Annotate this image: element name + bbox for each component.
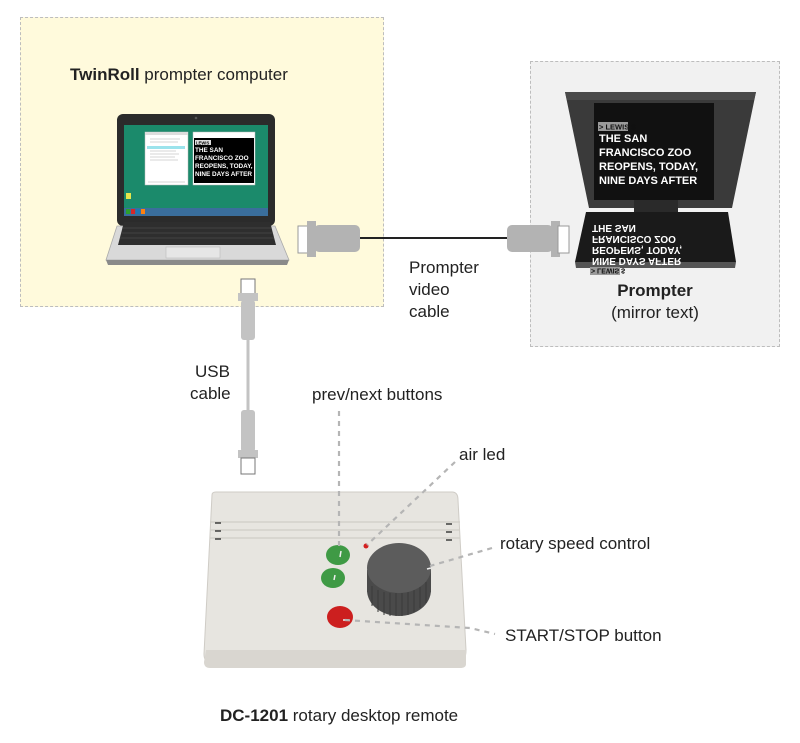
prompter-image: > LEWIS $ THE SAN FRANCISCO ZOO REOPENS,…: [565, 92, 756, 268]
callout-line-rotary: [429, 546, 493, 568]
air-led: [363, 543, 369, 549]
prompter-screen-line: THE SAN: [599, 133, 647, 145]
callout-line-air-led: [366, 461, 456, 546]
prompter-screen-line: FRANCISCO ZOO: [599, 147, 692, 159]
usb-cable-label-2: cable: [190, 384, 231, 403]
prompter-screen-line: REOPENS, TODAY,: [599, 161, 698, 173]
usb-cable-label-1: USB: [195, 362, 230, 381]
next-button[interactable]: [321, 568, 345, 588]
laptop-screen-line: THE SAN: [195, 147, 223, 154]
laptop-screen-line: REOPENS, TODAY,: [195, 163, 253, 170]
remote-caption: DC-1201 rotary desktop remote: [220, 705, 458, 727]
callout-line-start-stop: [344, 618, 496, 636]
laptop-screen-line: NINE DAYS AFTER: [195, 171, 252, 178]
prev-next-callout: prev/next buttons: [312, 385, 443, 404]
script-list-window: [144, 131, 189, 186]
mirror-line: FRANCISCO ZOO: [592, 233, 676, 244]
laptop-screen-line: FRANCISCO ZOO: [195, 155, 249, 162]
remote-image: [203, 491, 467, 668]
prompter-screen-tag: > LEWIS $: [599, 123, 636, 132]
mirror-tag: > LEWIS $: [591, 267, 625, 274]
pc-title: TwinRoll prompter computer: [70, 64, 288, 86]
video-cable-label-1: Prompter: [409, 258, 479, 277]
video-cable-label-3: cable: [409, 302, 450, 321]
mirror-line: THE SAN: [592, 222, 636, 233]
remote-caption-bold: DC-1201: [220, 706, 289, 725]
mirror-line: NINE DAYS AFTER: [592, 255, 682, 266]
start-stop-button[interactable]: [327, 606, 353, 628]
prev-button[interactable]: [326, 545, 350, 565]
laptop-screen-tag: LEWIS: [196, 140, 209, 145]
prompter-title: Prompter: [617, 281, 693, 300]
pc-title-rest: prompter computer: [139, 65, 288, 84]
usb-cable: [238, 278, 258, 475]
video-connector-right: [507, 221, 570, 257]
pc-title-bold: TwinRoll: [70, 65, 140, 84]
prompter-screen-line: NINE DAYS AFTER: [599, 175, 697, 187]
rotary-speed-knob[interactable]: [367, 543, 432, 616]
remote-caption-rest: rotary desktop remote: [288, 706, 459, 725]
mirror-line: REOPENS, TODAY,: [592, 244, 682, 255]
laptop-image: LEWIS THE SAN FRANCISCO ZOO REOPENS, TOD…: [105, 114, 290, 265]
prompter-subtitle: (mirror text): [611, 303, 699, 322]
prompter-preview-window: LEWIS THE SAN FRANCISCO ZOO REOPENS, TOD…: [192, 131, 256, 186]
air-led-callout: air led: [459, 445, 506, 464]
video-cable-label-2: video: [409, 280, 450, 299]
start-stop-callout: START/STOP button: [505, 626, 662, 645]
video-connector-left: [297, 221, 360, 257]
rotary-callout: rotary speed control: [500, 534, 651, 553]
